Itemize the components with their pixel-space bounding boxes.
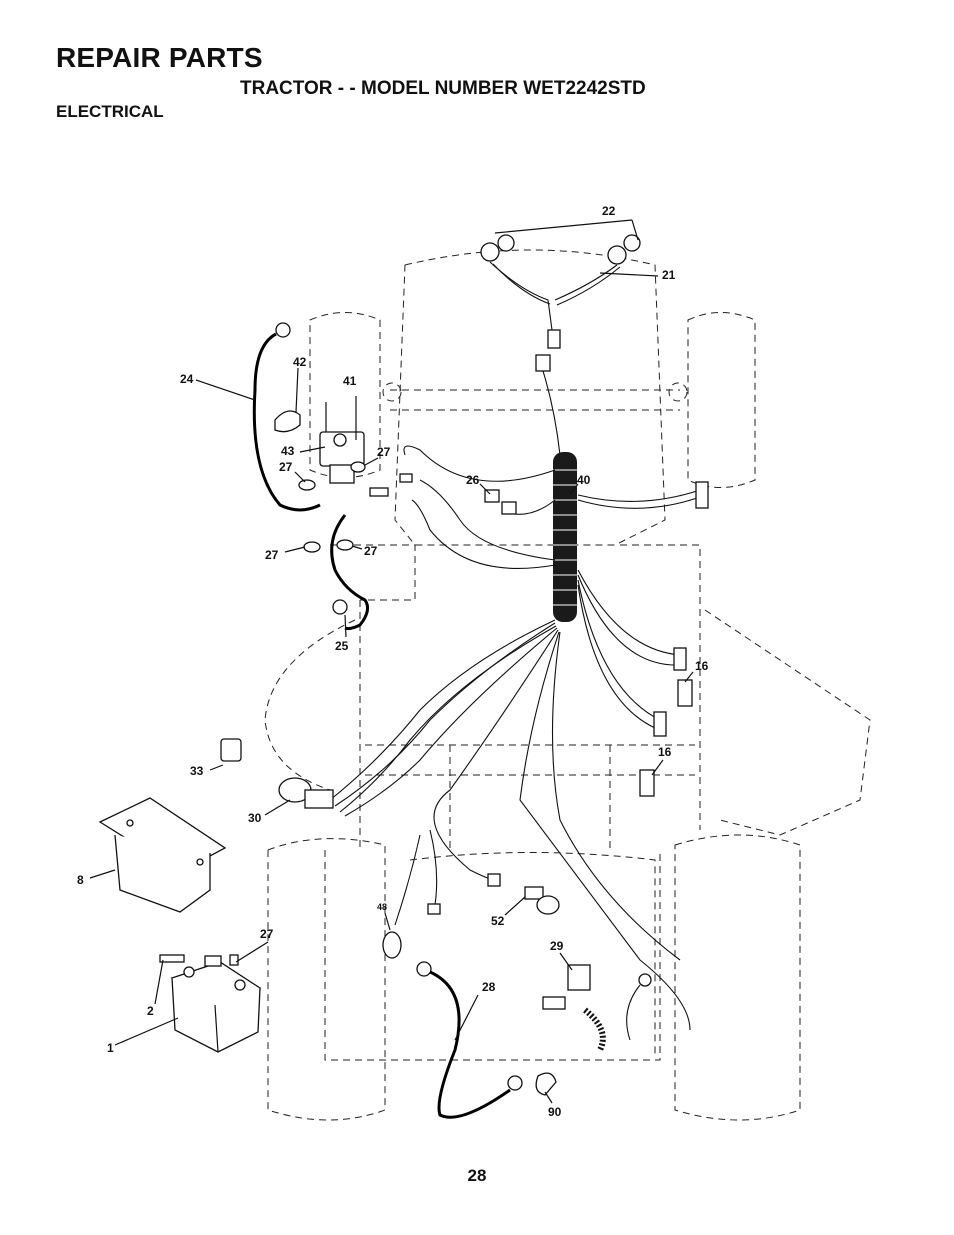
section-title: ELECTRICAL <box>56 102 164 121</box>
ground-cable <box>416 961 557 1119</box>
callout-26: 26 <box>466 473 480 487</box>
callout-27-e: 27 <box>260 927 274 941</box>
headlight-harness <box>480 234 641 372</box>
ignition-key <box>220 738 242 762</box>
pto-switch-assembly <box>542 964 652 1052</box>
callout-29: 29 <box>550 939 564 953</box>
callout-52: 52 <box>491 914 505 928</box>
callout-1: 1 <box>107 1041 114 1055</box>
battery-box <box>98 797 227 913</box>
leader-lines <box>89 219 694 1104</box>
callout-27-a: 27 <box>377 445 391 459</box>
callout-48: 48 <box>377 902 387 912</box>
callout-21: 21 <box>662 268 676 282</box>
connector-52 <box>524 886 560 915</box>
model-subtitle: TRACTOR - - MODEL NUMBER WET2242STD <box>240 78 646 99</box>
main-wire-harness <box>329 370 709 1031</box>
callout-8: 8 <box>77 873 84 887</box>
callout-27-d: 27 <box>364 544 378 558</box>
callout-43: 43 <box>281 444 295 458</box>
ignition-switch <box>278 777 334 809</box>
callout-22: 22 <box>602 204 616 218</box>
callout-25: 25 <box>335 639 349 653</box>
callout-40: 40 <box>577 473 591 487</box>
callout-16-a: 16 <box>695 659 709 673</box>
battery <box>170 961 262 1053</box>
callout-28: 28 <box>482 980 496 994</box>
callout-41: 41 <box>343 374 357 388</box>
callout-27-c: 27 <box>265 548 279 562</box>
page-title: REPAIR PARTS <box>56 42 263 73</box>
callout-27-b: 27 <box>279 460 293 474</box>
callout-42: 42 <box>293 355 307 369</box>
callout-16-b: 16 <box>658 745 672 759</box>
page-number: 28 <box>467 1166 487 1185</box>
callout-24: 24 <box>180 372 194 386</box>
callout-2: 2 <box>147 1004 154 1018</box>
battery-cables <box>252 322 370 631</box>
callout-33: 33 <box>190 764 204 778</box>
solenoid-assembly <box>274 396 413 553</box>
battery-hardware <box>159 954 239 967</box>
callout-30: 30 <box>248 811 262 825</box>
connector-48 <box>382 931 402 959</box>
callout-90: 90 <box>548 1105 562 1119</box>
